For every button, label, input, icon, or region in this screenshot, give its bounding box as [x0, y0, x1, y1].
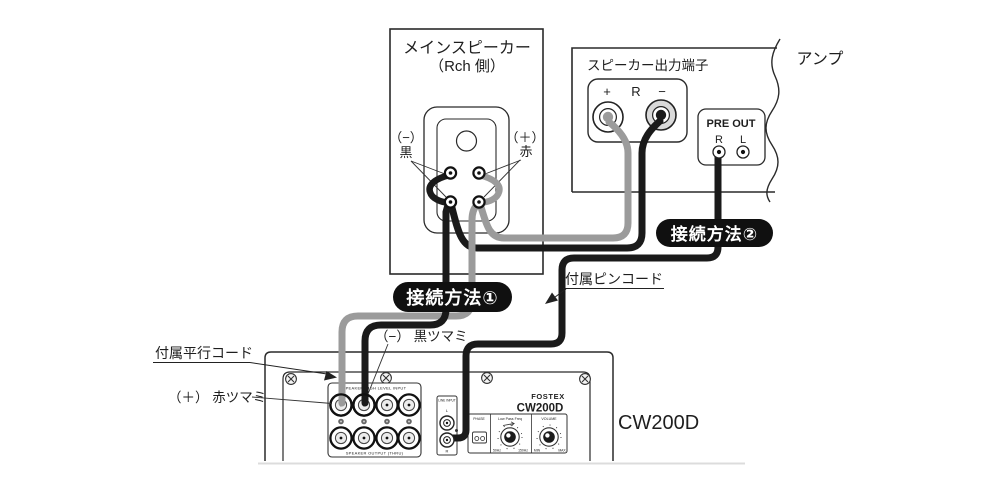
lowpass-title: Low Pass Freq [498, 417, 522, 421]
speaker-neg-color: 黒 [399, 145, 412, 160]
volume-min: MIN [534, 449, 541, 453]
phase-title: PHASE [473, 417, 485, 421]
control-panel: PHASE Low Pass Freq 50Hz 150Hz VOLUME MI [467, 413, 568, 454]
line-input-l-label: L [446, 408, 449, 413]
speaker-subtitle: （Rch 側） [429, 58, 505, 75]
speaker-out-title: スピーカー出力端子 [587, 58, 709, 73]
preout-r-label: R [715, 134, 723, 146]
panel-screws [285, 372, 591, 385]
lowpass-knob [497, 424, 523, 450]
black-wire-to-amp [447, 117, 664, 252]
black-jumper-wire [426, 171, 454, 207]
amp-torn-edge [765, 38, 781, 203]
preout-jacks [712, 145, 750, 159]
amplifier-box: アンプ スピーカー出力端子 + R − PRE OUT R L [571, 38, 844, 203]
gray-jumper-wire [475, 171, 503, 207]
wires [338, 117, 722, 442]
line-input-jacks [439, 415, 458, 448]
black-wire-to-subwoofer [361, 201, 452, 407]
gray-wire-to-amp [476, 118, 632, 242]
model-label-big: CW200D [618, 412, 699, 434]
amp-plus-label: + [603, 84, 611, 99]
parallel-cord-label: 付属平行コード [155, 345, 253, 361]
preout-title: PRE OUT [707, 118, 756, 130]
volume-title: VOLUME [541, 417, 557, 421]
preout-l-label: L [740, 134, 746, 146]
pin-cord-label: 付属ピンコード [565, 271, 663, 287]
plate-hole [455, 130, 478, 152]
amp-minus-label: − [658, 84, 666, 99]
volume-knob [536, 424, 562, 450]
lowpass-max: 150Hz [518, 449, 528, 453]
hl-input-title: SPEAKER HIGH LEVEL INPUT [343, 386, 407, 391]
gray-wire-to-subwoofer [338, 201, 481, 407]
panel-model: CW200D [517, 403, 564, 415]
post-ring-overlay-1 [329, 393, 353, 417]
terminal-pointer-lines [410, 159, 522, 198]
black-knob-label: （−） 黒ツマミ [375, 329, 468, 344]
speaker-title: メインスピーカー [403, 40, 531, 57]
parallel-cord-arrowhead [324, 371, 337, 381]
mid-screws [338, 418, 412, 425]
method2-badge [656, 219, 773, 247]
method1-badge-label: 接続方法① [406, 287, 498, 308]
lowpass-min: 50Hz [493, 449, 501, 453]
amp-outline [571, 47, 777, 193]
pin-cord-arrowhead [545, 292, 558, 304]
main-speaker-box: メインスピーカー （Rch 側） （−） 黒 （＋） 赤 [389, 28, 545, 275]
red-knob-label: （＋） 赤ツマミ [168, 390, 266, 405]
line-input-title: LINE INPUT [438, 399, 456, 403]
amp-label: アンプ [797, 50, 844, 68]
speaker-pos-label: （＋） [505, 130, 544, 145]
pin-cord-wire [448, 152, 722, 442]
amp-minus-wire-end [655, 109, 667, 121]
method1-badge [393, 282, 512, 312]
amp-plus-wire-end [602, 111, 614, 123]
post-ring-overlay-2 [352, 393, 376, 417]
lowpass-arrow [502, 421, 516, 427]
speaker-pos-color: 赤 [519, 144, 532, 159]
panel-brand: FOSTEX [531, 392, 565, 401]
sp-output-title: SPEAKER OUTPUT (THRU) [346, 451, 404, 456]
connection-method-badges: 接続方法① 接続方法② [393, 219, 773, 312]
volume-max: MAX [558, 449, 566, 453]
amp-channel-label: R [631, 84, 640, 99]
speaker-terminals [443, 166, 486, 209]
cord-labels: 付属ピンコード 付属平行コード （−） 黒ツマミ （＋） 赤ツマミ [153, 271, 664, 405]
speaker-neg-label: （−） [389, 130, 423, 145]
line-input-r-label: R [446, 449, 449, 454]
method2-badge-label: 接続方法② [671, 224, 758, 244]
